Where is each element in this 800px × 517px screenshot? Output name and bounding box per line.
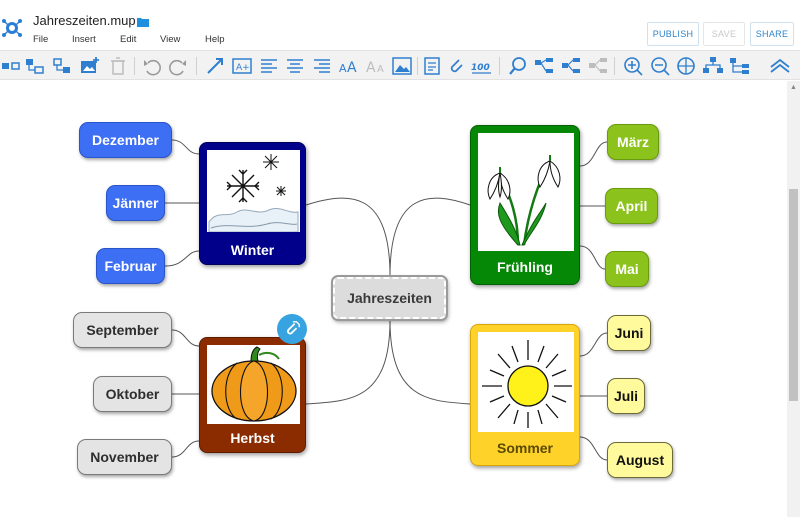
add-child-icon[interactable]: [0, 55, 22, 77]
toolbar-separator: [499, 57, 500, 75]
svg-text:100: 100: [471, 63, 490, 73]
tree-icon[interactable]: [729, 55, 751, 77]
mindmup-logo-icon[interactable]: [1, 16, 23, 40]
month-node-maerz[interactable]: März: [607, 124, 659, 160]
month-node-november[interactable]: November: [77, 439, 172, 475]
reset-view-icon[interactable]: [675, 55, 697, 77]
svg-text:A: A: [366, 60, 376, 76]
season-label-sommer: Sommer: [496, 439, 554, 456]
emoji-icon[interactable]: 100: [471, 55, 493, 77]
toolbar-separator: [134, 57, 135, 75]
folder-icon[interactable]: [137, 14, 149, 27]
season-node-herbst[interactable]: Herbst: [199, 337, 306, 453]
attachment-link-icon[interactable]: [277, 314, 307, 344]
month-node-juli[interactable]: Juli: [607, 378, 645, 414]
search-icon[interactable]: [507, 55, 529, 77]
share-button[interactable]: SHARE: [750, 22, 794, 46]
month-node-dezember[interactable]: Dezember: [79, 122, 172, 158]
pumpkin-image: [207, 345, 300, 424]
scroll-up-arrow-icon[interactable]: ▲: [790, 83, 797, 91]
collapse-icon[interactable]: [533, 55, 555, 77]
menu-file[interactable]: File: [33, 34, 49, 45]
insert-parent-icon[interactable]: [51, 55, 73, 77]
document-title[interactable]: Jahreszeiten.mup: [33, 13, 136, 28]
align-left-icon[interactable]: [258, 55, 280, 77]
month-node-mai[interactable]: Mai: [605, 251, 649, 287]
month-node-august[interactable]: August: [607, 442, 673, 478]
month-node-september[interactable]: September: [73, 312, 172, 348]
menu-insert[interactable]: Insert: [72, 34, 96, 45]
align-right-icon[interactable]: [311, 55, 333, 77]
svg-text:A: A: [347, 60, 357, 76]
delete-icon[interactable]: [107, 55, 129, 77]
month-node-juni[interactable]: Juni: [607, 315, 651, 351]
svg-text:A: A: [377, 64, 384, 75]
text-icon[interactable]: A+: [231, 55, 253, 77]
image-icon[interactable]: [391, 55, 413, 77]
publish-button[interactable]: PUBLISH: [647, 22, 699, 46]
redo-icon[interactable]: [167, 55, 189, 77]
expand-icon[interactable]: [560, 55, 582, 77]
central-node[interactable]: Jahreszeiten: [331, 275, 448, 321]
season-label-fruehling: Frühling: [497, 258, 553, 275]
connector-lines: [164, 139, 608, 461]
month-node-oktober[interactable]: Oktober: [93, 376, 172, 412]
svg-text:A+: A+: [236, 63, 250, 73]
season-node-winter[interactable]: Winter: [199, 142, 306, 265]
mindmap-canvas[interactable]: Jahreszeiten Winter Deze: [0, 81, 787, 517]
undo-icon[interactable]: [141, 55, 163, 77]
save-button[interactable]: SAVE: [703, 22, 745, 46]
month-node-jaenner[interactable]: Jänner: [106, 185, 165, 221]
menu-help[interactable]: Help: [205, 34, 225, 45]
hide-toolbar-icon[interactable]: [769, 55, 791, 77]
sun-image: [478, 332, 574, 432]
season-node-fruehling[interactable]: Frühling: [470, 125, 580, 285]
month-node-februar[interactable]: Februar: [96, 248, 165, 284]
add-link-icon[interactable]: [204, 55, 226, 77]
zoom-out-icon[interactable]: [649, 55, 671, 77]
note-icon[interactable]: [421, 55, 443, 77]
add-image-icon[interactable]: [79, 55, 101, 77]
align-center-icon[interactable]: [284, 55, 306, 77]
winter-snow-image: [207, 150, 300, 232]
toolbar-separator: [614, 57, 615, 75]
scrollbar-thumb[interactable]: [789, 189, 798, 401]
layout-icon[interactable]: [702, 55, 724, 77]
zoom-in-icon[interactable]: [622, 55, 644, 77]
season-label-winter: Winter: [230, 242, 275, 258]
attachment-icon[interactable]: [445, 55, 467, 77]
month-node-april[interactable]: April: [605, 188, 658, 224]
toolbar-separator: [196, 57, 197, 75]
snowdrop-image: [478, 133, 574, 251]
vertical-scrollbar[interactable]: ▲: [787, 81, 800, 517]
season-node-sommer[interactable]: Sommer: [470, 324, 580, 466]
add-sibling-icon[interactable]: [24, 55, 46, 77]
app-header: Jahreszeiten.mup File Insert Edit View H…: [0, 0, 800, 50]
menu-view[interactable]: View: [160, 34, 181, 45]
season-label-herbst: Herbst: [230, 429, 275, 446]
menu-edit[interactable]: Edit: [120, 34, 137, 45]
svg-text:A: A: [339, 62, 347, 75]
toolbar-separator: [417, 57, 418, 75]
toggle-icon[interactable]: [587, 55, 609, 77]
